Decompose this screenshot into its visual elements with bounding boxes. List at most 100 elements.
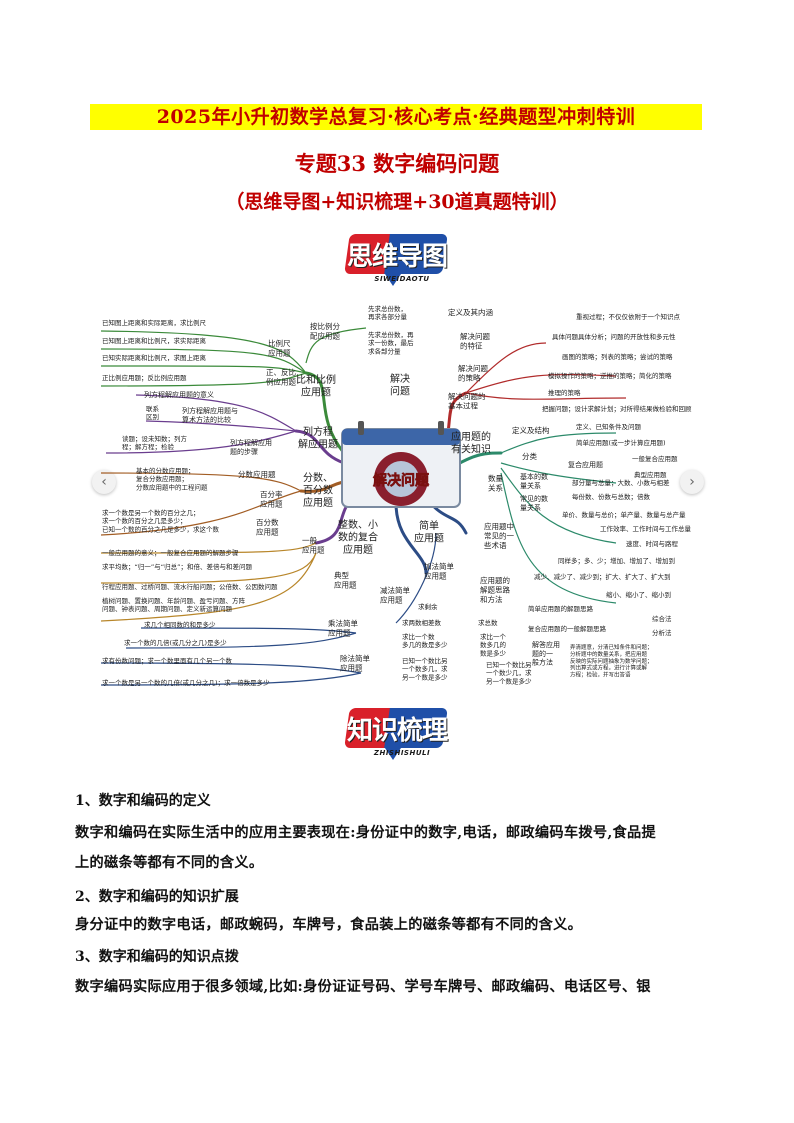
mindmap-badge-logo: 思维导图 SIWEIDAOTU — [344, 232, 448, 290]
mindmap-node: 解决问题的策略 — [458, 363, 488, 382]
mindmap-node: 减法简单应用题 — [380, 585, 410, 604]
mindmap-node: 部分量与总量；大数、小数与相差 — [572, 478, 670, 487]
mindmap-main-node: 列方程解应用题 — [298, 425, 338, 451]
mindmap-node: 复合应用题的一般解题思路 — [528, 624, 607, 633]
section-3-heading: 3、数字和编码的知识点拨 — [75, 949, 239, 965]
mindmap-node: 列方程解应用题的步骤 — [230, 438, 272, 456]
mindmap-node: 已知图上距离和实际距离，求比例尺 — [102, 318, 207, 327]
mindmap-node: 读题；设未知数；列方程；解方程；检验 — [122, 434, 188, 451]
mindmap-node: 加法简单应用题 — [424, 561, 454, 580]
mindmap-node: 典型应用题 — [634, 470, 667, 479]
mindmap-node: 综合法 — [652, 614, 672, 623]
mindmap-node: 先求总份数，再求一份数，最后求各部分量 — [368, 330, 414, 355]
mindmap-main-node: 应用题的有关知识 — [451, 430, 491, 456]
mindmap-node: 定义及其内涵 — [448, 307, 493, 317]
section-2-heading: 2、数字和编码的知识扩展 — [75, 889, 239, 905]
mindmap-node: 工作效率、工作时间与工作总量 — [600, 524, 692, 533]
mindmap-image: 解决问题 比和比例应用题列方程解应用题分数、百分数应用题整数、小数的复合应用题简… — [100, 304, 692, 687]
mindmap-node: 已知一个数比另一个数多几，求另一个数是多少 — [402, 656, 448, 681]
mindmap-node: 行程应用题、过桥问题、流水行船问题；公倍数、公因数问题 — [102, 582, 278, 591]
mindmap-node: 乘法简单应用题 — [328, 618, 358, 637]
mindmap-node: 把握问题；设计求解计划；对所得结果做检验和回顾 — [542, 404, 692, 413]
mindmap-node: 具体问题具体分析；问题的开放性和多元性 — [552, 332, 676, 341]
mindmap-node: 单价、数量与总价；单产量、数量与总产量 — [562, 510, 686, 519]
mindmap-node: 求一个数是另一个数的几倍(或几分之几)；求一倍数是多少 — [102, 678, 270, 687]
topic-title: 专题33 数字编码问题 — [294, 151, 500, 176]
mindmap-node: 按比例分配应用题 — [310, 321, 340, 340]
carousel-next-button[interactable]: › — [680, 470, 704, 494]
section-3-line-1: 数字编码实际应用于很多领域,比如:身份证证号码、学号车牌号、邮政编码、电话区号、… — [75, 979, 651, 995]
mindmap-node: 列方程解应用题与算术方法的比较 — [182, 406, 238, 424]
mindmap-node: 求比一个数多几的数是多少 — [402, 632, 448, 649]
mindmap-node: 除法简单应用题 — [340, 653, 370, 672]
mindmap-node: 数量关系 — [488, 473, 503, 492]
mindmap-node: 分析法 — [652, 628, 672, 637]
mindmap-node: 典型应用题 — [334, 570, 357, 589]
mindmap-node: 基本的分数应用题；复合分数应用题；分数应用题中的工程问题 — [136, 466, 208, 491]
section-1-heading: 1、数字和编码的定义 — [75, 793, 211, 809]
mindmap-node: 正、反比例应用题 — [266, 367, 296, 386]
mindmap-node: 解答应用题的一般方法 — [532, 640, 560, 667]
mindmap-node: 正比例应用题；反比例应用题 — [102, 373, 187, 382]
mindmap-node: 已知一个数比另一个数少几，求另一个数是多少 — [486, 660, 532, 685]
mindmap-node: 一般应用题的意义；一般复合应用题的解题步骤 — [102, 548, 239, 557]
calendar-icon: 解决问题 — [341, 421, 461, 508]
topic-subtitle: （思维导图+知识梳理+30道真题特训） — [225, 191, 569, 213]
mindmap-main-node: 比和比例应用题 — [296, 373, 336, 399]
mindmap-node: 求总数 — [478, 618, 498, 627]
mindmap-node: 每份数、份数与总数；倍数 — [572, 492, 651, 501]
mindmap-node: 简单应用题的解题思路 — [528, 604, 594, 613]
mindmap-node: 弄清题意，分清已知条件和问题；分析题中的数量关系，把应用题反映的实际问题抽象为数… — [570, 643, 653, 679]
mindmap-node: 复合应用题 — [568, 460, 603, 469]
mindmap-node: 植树问题、置换问题、年龄问题、盈亏问题、方阵问题、钟表问题、周期问题、定义新运算… — [102, 596, 246, 613]
mindmap-node: 已知实际距离和比例尺，求图上距离 — [102, 353, 207, 362]
mindmap-node: 列方程解应用题的意义 — [144, 390, 214, 399]
mindmap-node: 解决问题的特征 — [460, 331, 490, 350]
mindmap-node: 先求总份数，再求各部分量 — [368, 304, 408, 321]
mindmap-node: 联系区别 — [146, 404, 160, 421]
mindmap-node: 画图的策略；列表的策略；尝试的策略 — [562, 352, 673, 361]
section-1-line-1: 数字和编码在实际生活中的应用主要表现在:身份证中的数字,电话，邮政编码车拨号,食… — [75, 825, 657, 841]
mindmap-node: 求平均数；“归一”与“归总”；和倍、差倍与和差问题 — [102, 562, 252, 571]
mindmap-node: 定义、已知条件及问题 — [576, 422, 642, 431]
knowledge-badge-logo: 知识梳理 ZHISHISHULI — [344, 706, 448, 764]
mindmap-node: 定义及结构 — [512, 425, 550, 435]
mindmap-node: 求比一个数多几的数是多少 — [480, 632, 507, 657]
carousel-prev-button[interactable]: ‹ — [92, 470, 116, 494]
section-2-line-1: 身分证中的数字电话，邮政蜿码，车牌号，食品装上的磁条等都有不同的含义。 — [75, 917, 583, 933]
mindmap-node: 分数应用题 — [238, 469, 276, 479]
mindmap-node: 求几个相同数的和是多少 — [144, 620, 216, 629]
mindmap-node: 缩小、缩小了、缩小到 — [606, 590, 671, 599]
mindmap-main-node: 整数、小数的复合应用题 — [338, 518, 378, 556]
mindmap-main-node: 分数、百分数应用题 — [303, 471, 333, 509]
chevron-right-icon: › — [689, 474, 695, 490]
section-1-line-2: 上的磁条等都有不同的含义。 — [75, 855, 264, 871]
mindmap-main-node: 解决问题 — [390, 372, 410, 398]
mindmap-node: 一般应用题 — [302, 535, 325, 554]
mindmap-node: 同样多；多、少；增加、增加了、增加到 — [558, 556, 675, 565]
chevron-left-icon: ‹ — [101, 474, 107, 490]
mindmap-node: 百分率应用题 — [260, 489, 283, 508]
mindmap-node: 百分数应用题 — [256, 517, 279, 536]
mindmap-node: 基本的数量关系 — [520, 472, 548, 490]
section-1: 1、数字和编码的定义 — [75, 790, 735, 810]
mindmap-node: 求一个数是另一个数的百分之几；求一个数的百分之几是多少；已知一个数的百分之几是多… — [102, 508, 220, 533]
mindmap-node: 应用题的解题思路和方法 — [480, 575, 510, 604]
mindmap-node: 求有份数问题；求一个数里面有几个另一个数 — [102, 656, 233, 665]
title-highlight — [90, 104, 702, 130]
document-title: 2025年小升初数学总复习·核心考点·经典题型冲刺特训 — [156, 106, 636, 128]
section-2: 2、数字和编码的知识扩展 — [75, 886, 735, 906]
mindmap-node: 求剩余 — [418, 602, 438, 611]
mindmap-node: 已知图上距离和比例尺，求实际距离 — [102, 336, 207, 345]
mindmap-node: 模拟操作的策略；逆推的策略；简化的策略 — [548, 371, 672, 380]
mindmap-node: 常见的数量关系 — [520, 494, 548, 512]
mindmap-node: 求两数相差数 — [402, 618, 442, 627]
mindmap-node: 应用题中常见的一些术语 — [484, 521, 514, 550]
mindmap-node: 重视过程；不仅仅依附于一个知识点 — [576, 312, 681, 321]
mindmap-center: 解决问题 — [373, 472, 430, 489]
mindmap-node: 一般复合应用题 — [632, 454, 678, 463]
mindmap-node: 解决问题的基本过程 — [448, 391, 486, 410]
mindmap-main-node: 简单应用题 — [414, 519, 444, 545]
mindmap-node: 比例尺应用题 — [268, 338, 291, 357]
mindmap-node: 分类 — [522, 451, 537, 461]
